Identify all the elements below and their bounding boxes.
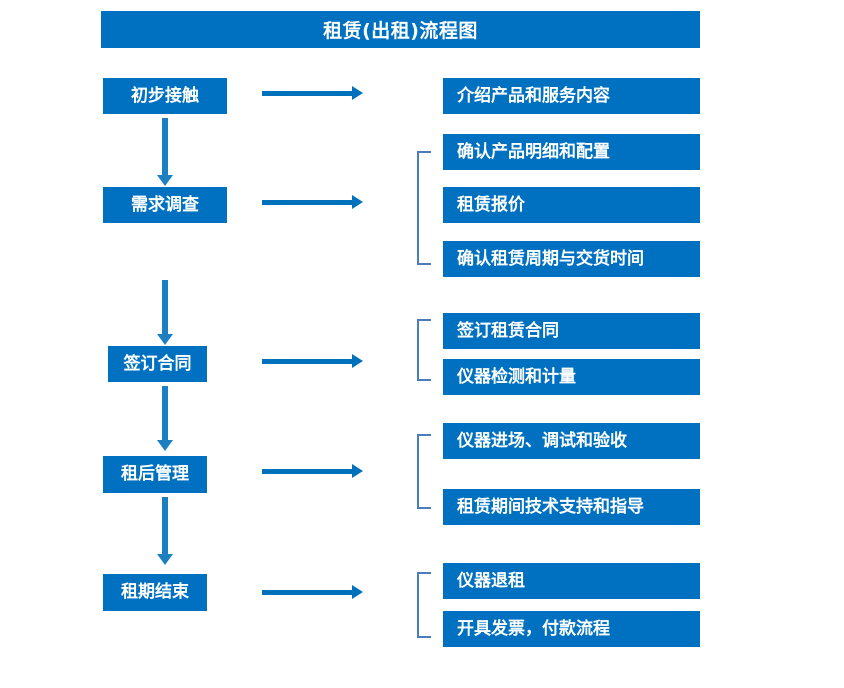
flow-arrow-down-2 [157, 280, 173, 345]
flow-arrow-down-1 [157, 118, 173, 186]
detail-box-2-3[interactable]: 确认租赁周期与交货时间 [443, 241, 700, 277]
arrow-head-icon [157, 175, 173, 186]
arrow-head-icon [352, 86, 363, 100]
flow-arrow-right-3 [262, 354, 363, 368]
detail-label-3-2: 仪器检测和计量 [457, 366, 576, 387]
group-bracket-5 [417, 572, 431, 638]
arrow-head-icon [352, 195, 363, 209]
detail-box-5-2[interactable]: 开具发票，付款流程 [443, 611, 700, 647]
stage-box-5[interactable]: 租期结束 [103, 574, 207, 611]
detail-box-2-2[interactable]: 租赁报价 [443, 187, 700, 223]
stage-label-5: 租期结束 [121, 582, 189, 602]
arrow-shaft [162, 118, 168, 175]
group-bracket-3 [417, 319, 431, 381]
detail-box-2-1[interactable]: 确认产品明细和配置 [443, 134, 700, 170]
flow-arrow-down-4 [157, 497, 173, 565]
detail-label-3-1: 签订租赁合同 [457, 320, 559, 341]
flow-arrow-down-3 [157, 386, 173, 451]
arrow-shaft [262, 359, 352, 364]
detail-label-1-1: 介绍产品和服务内容 [457, 85, 610, 106]
detail-label-4-1: 仪器进场、调试和验收 [457, 430, 627, 451]
detail-label-4-2: 租赁期间技术支持和指导 [457, 496, 644, 517]
arrow-head-icon [352, 354, 363, 368]
arrow-shaft [262, 91, 352, 96]
detail-box-3-1[interactable]: 签订租赁合同 [443, 313, 700, 349]
detail-label-2-2: 租赁报价 [457, 194, 525, 215]
detail-label-2-3: 确认租赁周期与交货时间 [457, 248, 644, 269]
stage-box-3[interactable]: 签订合同 [108, 346, 207, 382]
detail-label-5-2: 开具发票，付款流程 [457, 618, 610, 639]
flow-arrow-right-1 [262, 86, 363, 100]
detail-label-2-1: 确认产品明细和配置 [457, 141, 610, 162]
detail-box-4-2[interactable]: 租赁期间技术支持和指导 [443, 489, 700, 525]
flow-arrow-right-5 [262, 585, 363, 599]
arrow-shaft [162, 497, 168, 554]
stage-label-1: 初步接触 [131, 85, 199, 106]
stage-label-2: 需求调查 [131, 194, 199, 215]
detail-box-4-1[interactable]: 仪器进场、调试和验收 [443, 423, 700, 459]
arrow-shaft [262, 590, 352, 595]
arrow-head-icon [352, 464, 363, 478]
flow-arrow-right-2 [262, 195, 363, 209]
arrow-shaft [262, 200, 352, 205]
stage-box-1[interactable]: 初步接触 [103, 78, 227, 114]
detail-box-1-1[interactable]: 介绍产品和服务内容 [443, 78, 700, 114]
arrow-shaft [262, 469, 352, 474]
arrow-head-icon [157, 334, 173, 345]
stage-box-2[interactable]: 需求调查 [103, 187, 227, 223]
diagram-title-banner: 租赁(出租)流程图 [101, 11, 700, 48]
stage-box-4[interactable]: 租后管理 [103, 456, 207, 493]
arrow-head-icon [157, 440, 173, 451]
detail-label-5-1: 仪器退租 [457, 570, 525, 591]
detail-box-3-2[interactable]: 仪器检测和计量 [443, 359, 700, 395]
group-bracket-4 [417, 434, 431, 509]
arrow-head-icon [352, 585, 363, 599]
stage-label-3: 签订合同 [123, 353, 192, 374]
diagram-title-text: 租赁(出租)流程图 [323, 20, 478, 42]
arrow-shaft [162, 280, 168, 334]
arrow-head-icon [157, 554, 173, 565]
stage-label-4: 租后管理 [121, 464, 189, 484]
arrow-shaft [162, 386, 168, 440]
detail-box-5-1[interactable]: 仪器退租 [443, 563, 700, 599]
flow-arrow-right-4 [262, 464, 363, 478]
group-bracket-2 [417, 151, 431, 265]
